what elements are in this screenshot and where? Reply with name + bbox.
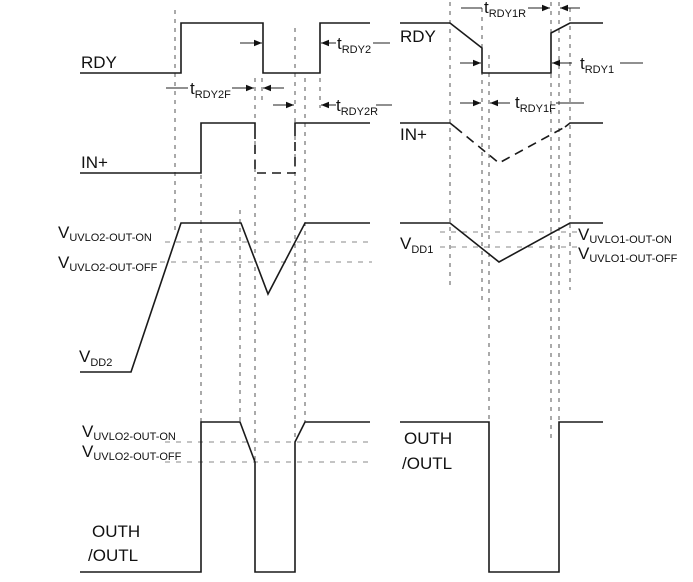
t-rdy2-label: tRDY2 bbox=[337, 34, 371, 56]
t-rdy2f-label: tRDY2F bbox=[190, 79, 231, 101]
left-panel: RDY IN+ VDD2 VUVLO2-OUT-ON VUVLO2-OUT-OF… bbox=[58, 10, 392, 573]
vdd2-waveform bbox=[80, 222, 370, 373]
uvlo1-on-label: VUVLO1-OUT-ON bbox=[578, 225, 672, 246]
rdy-label: RDY bbox=[81, 53, 117, 72]
t-rdy2r-label: tRDY2R bbox=[336, 96, 378, 118]
rdy-waveform bbox=[400, 22, 603, 74]
uvlo2-on-label-out: VUVLO2-OUT-ON bbox=[82, 422, 176, 443]
out-label-line2: /OUTL bbox=[88, 546, 138, 565]
out-label-line2: /OUTL bbox=[402, 454, 452, 473]
uvlo2-on-label: VUVLO2-OUT-ON bbox=[58, 223, 152, 244]
out-label-line1: OUTH bbox=[404, 429, 452, 448]
right-panel: RDY IN+ VDD1 VUVLO1-OUT-ON VUVLO1-OUT-OF… bbox=[400, 0, 678, 573]
in-plus-waveform bbox=[400, 122, 456, 128]
rdy-waveform bbox=[80, 22, 370, 74]
t-rdy1-label: tRDY1 bbox=[580, 54, 614, 76]
in-plus-waveform bbox=[564, 122, 603, 128]
t-rdy1r-label: tRDY1R bbox=[484, 0, 526, 20]
uvlo2-off-label-out: VUVLO2-OUT-OFF bbox=[82, 442, 182, 463]
vdd1-label: VDD1 bbox=[400, 234, 433, 256]
in-plus-waveform-dashed bbox=[254, 130, 296, 174]
in-plus-waveform bbox=[80, 122, 256, 174]
uvlo2-off-label: VUVLO2-OUT-OFF bbox=[58, 253, 158, 274]
in-plus-label: IN+ bbox=[400, 125, 427, 144]
out-label-line1: OUTH bbox=[92, 522, 140, 541]
out-waveform bbox=[80, 421, 370, 573]
in-plus-label: IN+ bbox=[81, 153, 108, 172]
t-rdy1f-label: tRDY1F bbox=[515, 93, 556, 115]
uvlo1-off-label: VUVLO1-OUT-OFF bbox=[578, 244, 678, 265]
vdd2-label: VDD2 bbox=[79, 347, 112, 369]
in-plus-waveform-dashed bbox=[454, 126, 566, 164]
out-waveform bbox=[400, 421, 603, 573]
rdy-label: RDY bbox=[400, 27, 436, 46]
vdd1-waveform bbox=[400, 222, 603, 263]
in-plus-waveform bbox=[294, 122, 370, 130]
